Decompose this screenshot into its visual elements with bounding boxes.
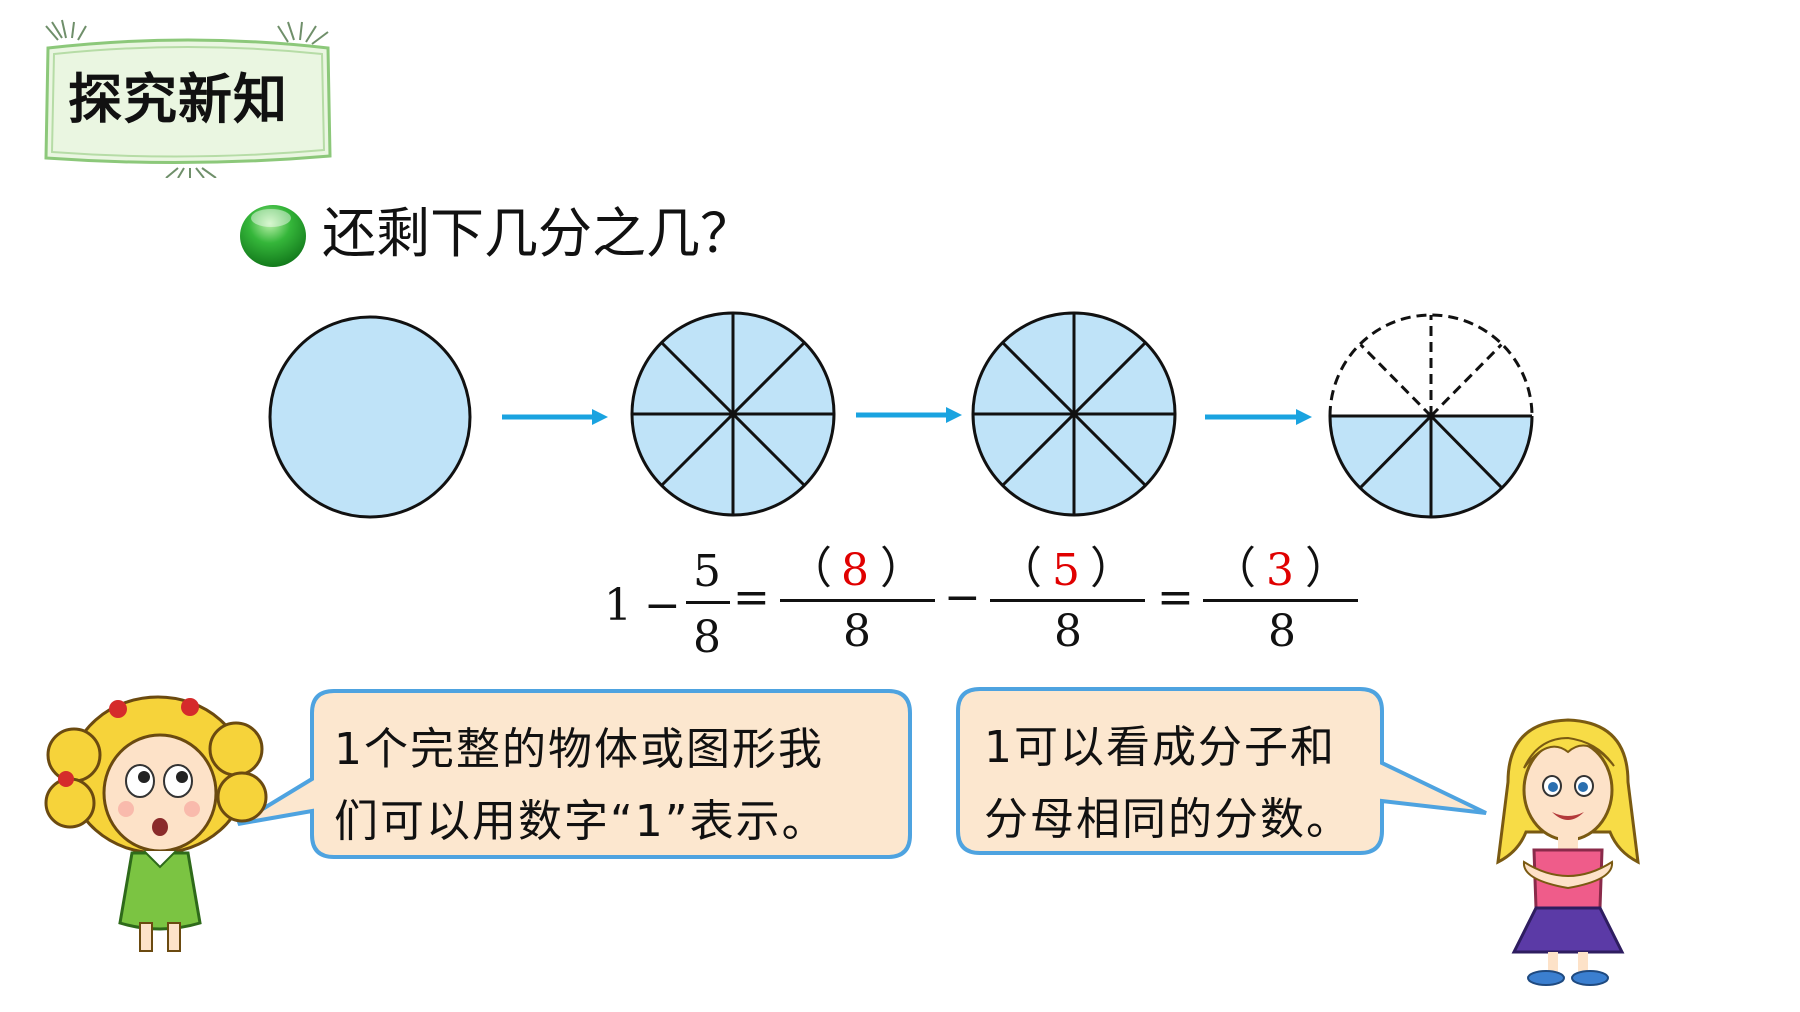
paren-close: ） — [880, 543, 924, 594]
eq-equals: = — [733, 572, 770, 623]
eighths-circle — [630, 311, 836, 517]
fraction-bar — [686, 601, 730, 604]
green-bullet-icon — [240, 205, 306, 267]
eq-denominator: 8 — [1054, 606, 1082, 657]
fraction-bar — [990, 599, 1145, 602]
answer-a: 8 — [841, 545, 869, 596]
whole-circle — [268, 315, 472, 519]
fraction-bar — [780, 599, 935, 602]
fraction-bar — [1203, 599, 1358, 602]
fraction-circles-diagram — [268, 311, 1534, 519]
bubble-left-line1: 1个完整的物体或图形我 — [334, 724, 824, 775]
section-title: 探究新知 — [68, 68, 288, 131]
leaf-decoration-icon — [45, 19, 329, 178]
bubble-right-line2: 分母相同的分数。 — [984, 794, 1352, 845]
speech-bubble-right — [956, 687, 1487, 855]
arrow-icon — [502, 409, 608, 425]
paren-open: （ — [788, 543, 832, 594]
answer-b: 5 — [1052, 545, 1080, 596]
eq-fraction-denominator: 8 — [693, 612, 721, 663]
eq-minus: − — [644, 580, 681, 631]
arrow-icon — [856, 407, 962, 423]
remaining-circle — [1328, 313, 1534, 519]
eq-minus: − — [944, 572, 981, 623]
eighths-circle — [971, 311, 1177, 517]
eq-denominator: 8 — [1268, 606, 1296, 657]
eq-one: 1 — [604, 580, 632, 631]
question-text: 还剩下几分之几？ — [322, 202, 754, 265]
girl-character-left-icon — [44, 695, 268, 952]
paren-open: （ — [1212, 543, 1256, 594]
answer-c: 3 — [1266, 545, 1294, 596]
arrow-icon — [1205, 409, 1312, 425]
speech-bubble-left — [236, 689, 912, 859]
paren-open: （ — [998, 543, 1042, 594]
eq-fraction-numerator: 5 — [693, 546, 721, 597]
girl-character-right-icon — [1496, 718, 1640, 986]
section-badge — [44, 19, 332, 178]
eq-equals: = — [1157, 572, 1194, 623]
paren-close: ） — [1090, 543, 1134, 594]
eq-denominator: 8 — [843, 606, 871, 657]
bubble-right-line1: 1可以看成分子和 — [984, 722, 1336, 773]
paren-close: ） — [1305, 543, 1349, 594]
bubble-left-line2: 们可以用数字“1”表示。 — [334, 796, 828, 847]
